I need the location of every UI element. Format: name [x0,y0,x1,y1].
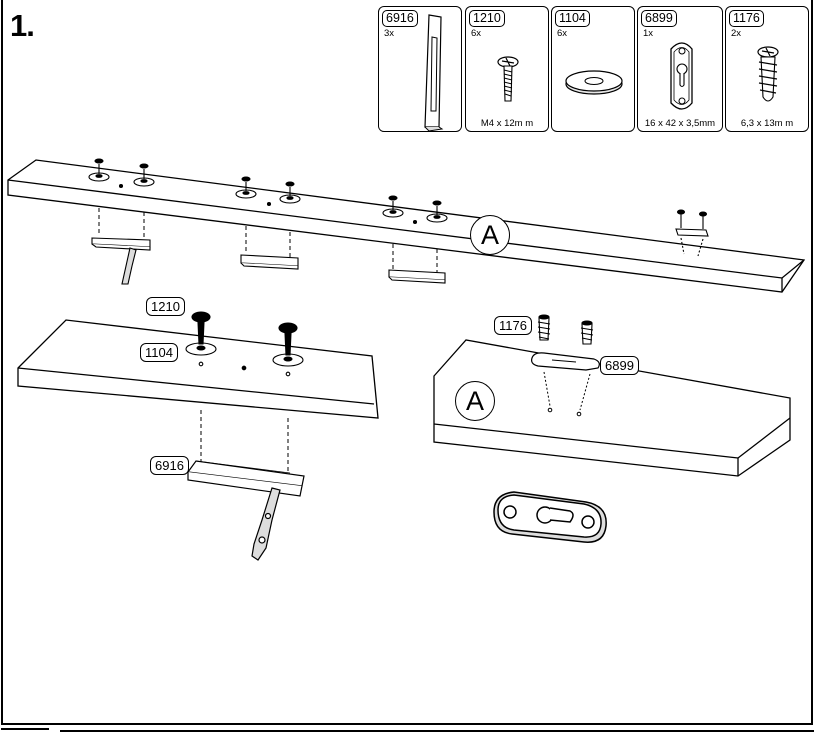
part-id: 1104 [555,10,590,27]
part-id: 6899 [641,10,677,27]
screw-hole-left [547,407,553,413]
part-id: 6916 [382,10,418,27]
detail-bracket [531,352,600,371]
top-fastener-group-1 [88,158,155,189]
part-spec: 16 x 42 x 3,5mm [644,118,716,129]
part-spec: 6,3 x 13m m [740,118,794,129]
bottom-rule-left [1,728,49,730]
callout-washer: 1104 [140,343,178,362]
top-fastener-group-2 [235,176,301,207]
top-handle-3 [388,269,446,284]
detail-handle [186,460,305,561]
part-box-machine-screw: 1210 6x M4 x 12m m [465,6,549,132]
detail-board-right [433,339,791,477]
detail-guide-lines [200,410,289,474]
part-qty: 2x [731,28,742,39]
top-board [7,159,806,293]
callout-handle: 6916 [150,456,189,475]
part-box-wood-screw: 1176 2x 6,3 x 13m m [725,6,809,132]
keyhole-bracket-detail [493,491,607,543]
wood-screw-icon [757,46,779,102]
reference-a-top: A [470,215,510,255]
detail-screw-right [241,322,304,377]
part-qty: 6x [471,28,482,39]
detail-bracket-guides [543,371,591,411]
screw-hole-right [576,411,582,417]
bottom-rule [60,730,814,732]
detail-screw-left [185,311,217,367]
top-handle-2 [240,254,299,270]
detail-board-left [17,319,379,419]
part-box-handle: 6916 3x [378,6,462,132]
callout-bracket: 6899 [600,356,639,375]
reference-a-detail: A [455,381,495,421]
part-spec: M4 x 12m m [480,118,534,129]
part-qty: 3x [384,28,395,39]
part-id: 1176 [729,10,764,27]
part-id: 1210 [469,10,505,27]
top-bracket-fastener [675,209,709,257]
washer-icon [565,70,623,95]
detail-wood-screws [537,314,594,345]
step-number: 1. [10,8,35,43]
machine-screw-icon [497,56,519,102]
keyhole-bracket-icon [670,42,693,110]
callout-screw: 1210 [146,297,185,316]
top-guide-lines [98,208,438,272]
part-qty: 1x [643,28,654,39]
part-box-washer: 1104 6x [551,6,635,132]
top-fastener-group-3 [382,195,448,225]
top-handle-1 [91,237,151,285]
handle-icon [424,14,444,132]
part-box-keyhole-bracket: 6899 1x 16 x 42 x 3,5mm [637,6,723,132]
part-qty: 6x [557,28,568,39]
callout-wood-screw: 1176 [494,316,532,335]
